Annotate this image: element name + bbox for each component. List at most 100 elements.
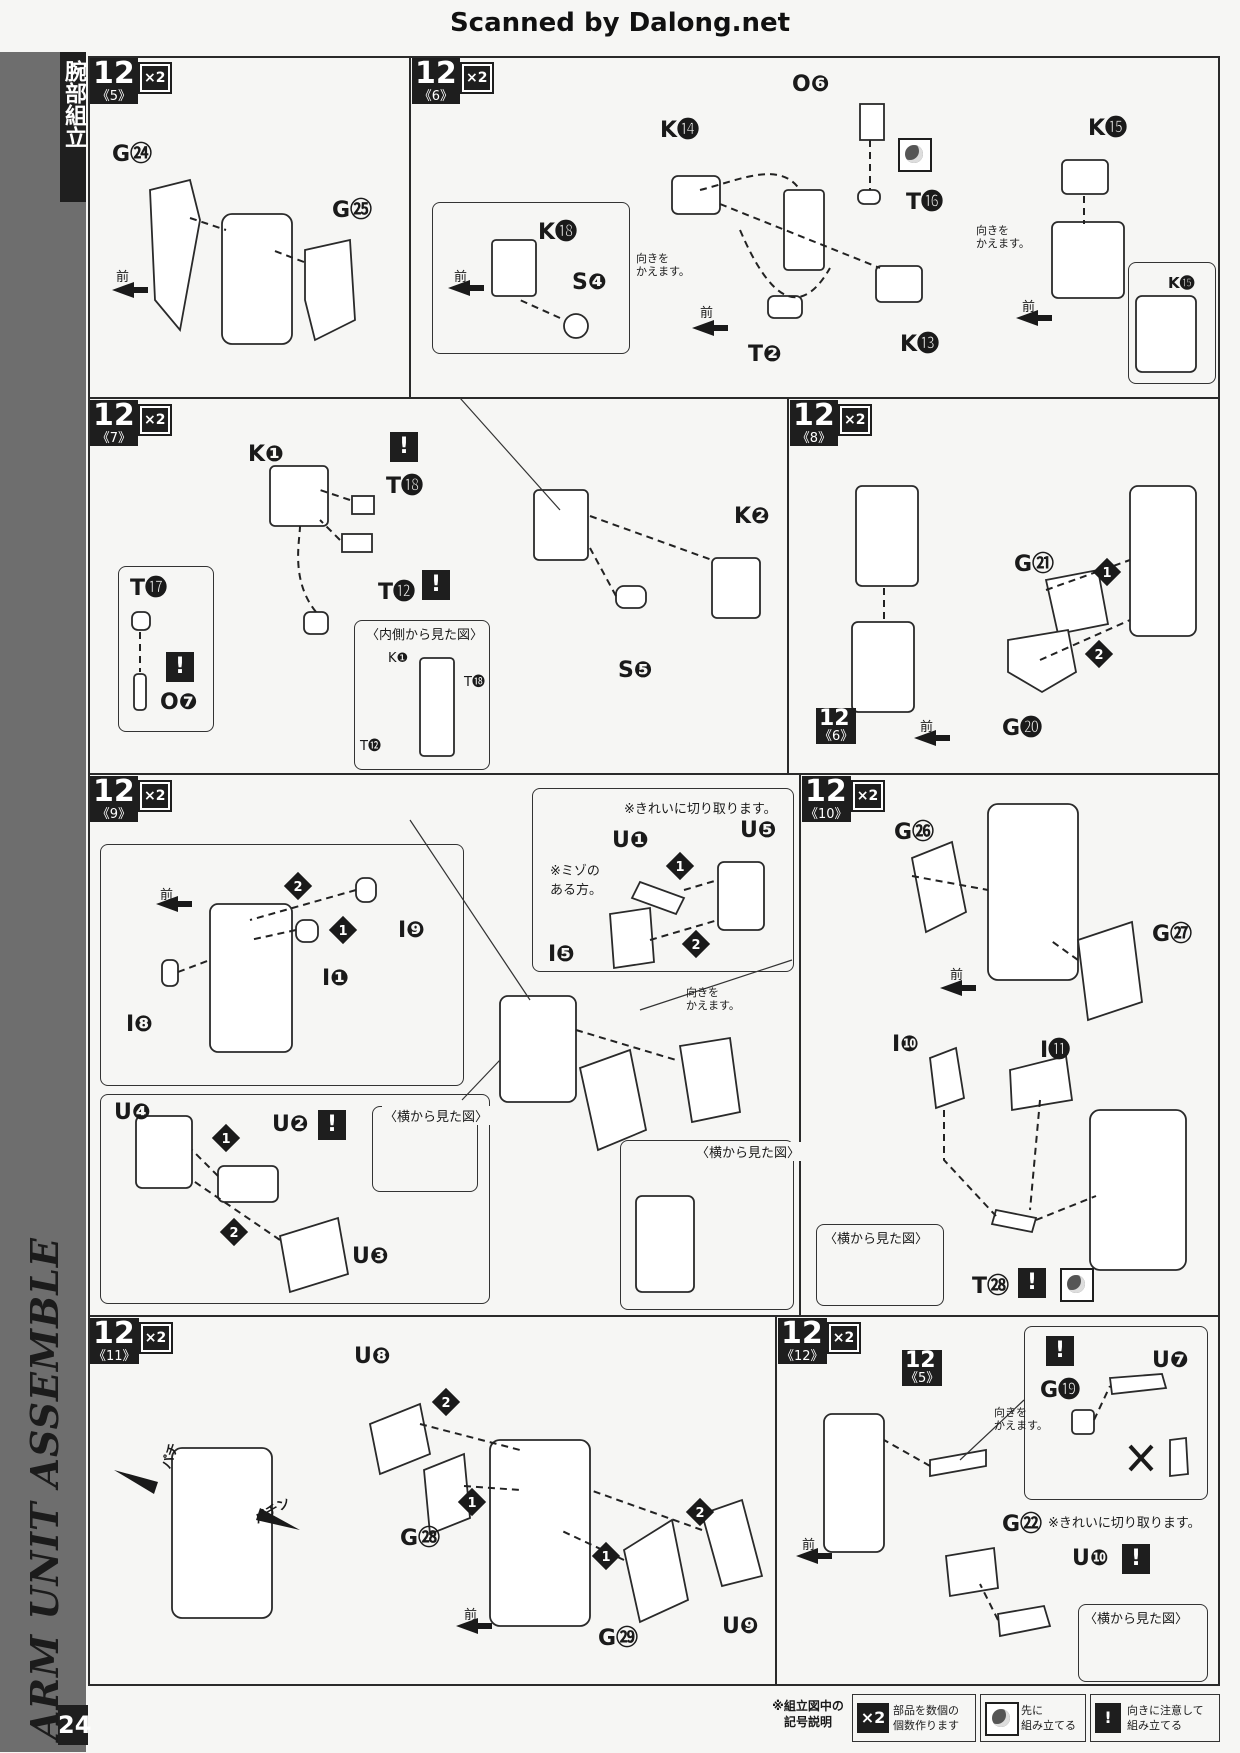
label-k14: K⓮ <box>660 118 700 143</box>
part-u-cover <box>578 1048 648 1152</box>
panel-step-10 <box>800 774 1220 1316</box>
side-view-title-9b: 〈横から見た図〉 <box>694 1142 803 1161</box>
part-u10 <box>997 1604 1052 1638</box>
warning-icon-u10: ! <box>1122 1544 1150 1574</box>
arm-block-11b <box>489 1439 591 1627</box>
panel-step-12 <box>776 1316 1220 1686</box>
front-label-12: 前 <box>802 1538 816 1553</box>
label-s5: S❺ <box>618 658 653 683</box>
inner-label-t18: T⓲ <box>464 675 485 690</box>
part-u2 <box>217 1165 279 1203</box>
part-o7-joint <box>303 611 329 635</box>
ref-step-8: 12《6》 <box>816 708 857 744</box>
label-k2: K❷ <box>734 504 770 529</box>
front-label-11: 前 <box>464 1608 478 1623</box>
part-g29 <box>622 1518 690 1624</box>
label-o6: O❻ <box>792 72 830 97</box>
part-g22 <box>945 1546 999 1598</box>
cut-note-9: ※きれいに切り取ります。 <box>624 802 777 817</box>
front-arrow-5 <box>112 282 148 298</box>
legend-item-x2: ×2 部品を数個の 個数作ります <box>852 1694 976 1742</box>
arm-block-5 <box>221 213 293 345</box>
part-i9 <box>355 877 377 903</box>
label-u1: U❶ <box>612 828 649 853</box>
part-i10 <box>929 1046 966 1110</box>
warning-icon-t28: ! <box>1018 1268 1046 1298</box>
svg-text:1: 1 <box>221 1132 230 1147</box>
part-u1 <box>630 880 686 916</box>
scan-credit: Scanned by Dalong.net <box>449 8 791 38</box>
label-u3: U❸ <box>352 1244 389 1269</box>
label-g24: G㉔ <box>112 142 153 167</box>
turn-note-6b: 向きを かえます。 <box>976 224 1030 250</box>
svg-text:1: 1 <box>1102 566 1111 581</box>
panel-step-7 <box>88 398 788 774</box>
label-g28: G㉘ <box>400 1526 441 1551</box>
label-g29: G㉙ <box>598 1626 639 1651</box>
label-s4: S❹ <box>572 270 607 295</box>
step-badge-6: 12《6》 ×2 <box>412 58 494 104</box>
label-u8: U❽ <box>354 1344 391 1369</box>
part-g21 <box>1044 568 1110 636</box>
snap-arrow-left <box>114 1470 158 1494</box>
step-badge-9: 12《9》 ×2 <box>90 776 172 822</box>
part-u8 <box>368 1402 432 1476</box>
arm-block-11a <box>171 1447 273 1619</box>
part-g22-arm <box>929 1448 987 1478</box>
front-arrow-11 <box>456 1618 492 1634</box>
step-badge-11: 12《11》 ×2 <box>90 1318 173 1364</box>
panel-step-11 <box>88 1316 776 1686</box>
label-u5: U❺ <box>740 818 777 843</box>
warning-icon-u2: ! <box>318 1110 346 1140</box>
label-u4: U❹ <box>114 1100 151 1125</box>
arm-block-9b <box>499 995 577 1103</box>
label-u9: U❾ <box>722 1614 759 1639</box>
label-i8: I❽ <box>126 1012 153 1037</box>
inner-view-title: 〈内側から見た図〉 <box>364 624 486 643</box>
label-i9: I❾ <box>398 918 425 943</box>
svg-text:1: 1 <box>467 1496 476 1511</box>
part-k1 <box>269 465 329 527</box>
part-t2 <box>767 295 803 319</box>
legend-item-glue: 先に 組み立てる <box>980 1694 1086 1742</box>
part-t28 <box>990 1208 1038 1234</box>
part-k2 <box>711 557 761 619</box>
sidebar-section-block <box>60 52 86 202</box>
inset-side-view-12 <box>1078 1604 1208 1682</box>
glue-icon-10 <box>1060 1268 1094 1302</box>
turn-note-9: 向きを かえます。 <box>686 986 740 1012</box>
arm-block-8c <box>1129 485 1197 637</box>
arm-block-10b <box>1089 1109 1187 1271</box>
front-arrow-6a <box>448 280 484 296</box>
page-number: 24 <box>58 1705 91 1745</box>
svg-text:2: 2 <box>293 880 302 895</box>
front-arrow-8 <box>914 730 950 746</box>
glue-icon-6 <box>898 138 932 172</box>
label-g21: G㉑ <box>1014 552 1055 577</box>
groove-note-9: ※ミゾの ある方。 <box>550 864 603 898</box>
arm-block-8b <box>851 621 915 713</box>
warning-icon-g19: ! <box>1046 1336 1074 1366</box>
front-label-6c: 前 <box>1022 300 1036 315</box>
part-i1 <box>295 919 319 943</box>
label-u2: U❷ <box>272 1112 309 1137</box>
x2-icon: ×2 <box>857 1703 889 1733</box>
part-u4 <box>135 1115 193 1189</box>
arm-block-12 <box>823 1413 885 1553</box>
inset-t17-o7 <box>118 566 214 732</box>
inset-u-parts-bottom <box>100 1094 490 1304</box>
step-badge-8: 12《8》 ×2 <box>790 400 872 446</box>
sidebar-strip <box>0 52 86 1752</box>
label-g20: G⓴ <box>1002 716 1043 741</box>
front-label-5: 前 <box>116 270 130 285</box>
part-g27 <box>1077 920 1143 1022</box>
part-g20 <box>1007 628 1078 694</box>
label-u10: U❿ <box>1072 1546 1109 1571</box>
front-label-9: 前 <box>160 888 174 903</box>
legend-text-x2: 部品を数個の 個数作ります <box>893 1704 959 1732</box>
part-t18 <box>351 495 375 515</box>
legend-item-warning: ! 向きに注意して 組み立てる <box>1090 1694 1220 1742</box>
step-badge-5: 12《5》 ×2 <box>90 58 172 104</box>
arm-frame-6 <box>783 189 825 271</box>
